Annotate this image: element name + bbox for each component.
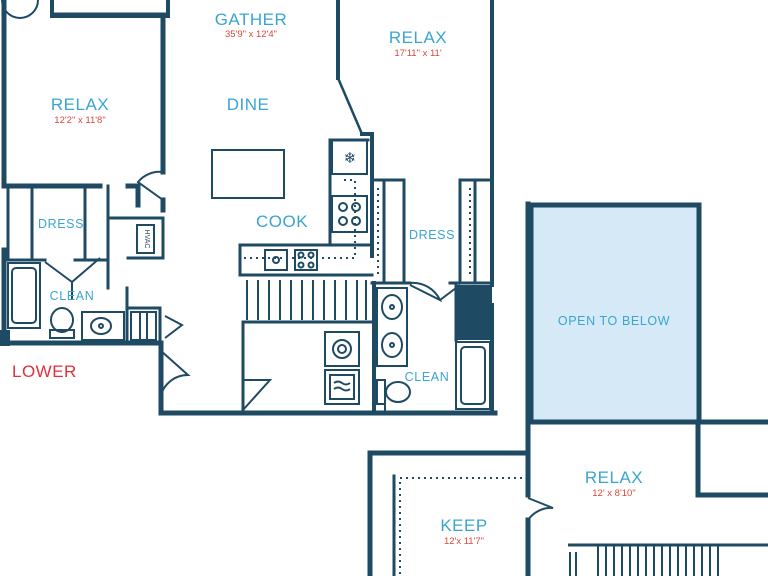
room-dim-relax-right: 17'11" x 11' bbox=[394, 48, 442, 59]
bathtub-right-icon bbox=[455, 341, 491, 410]
room-dim-relax-upper: 12' x 8'10" bbox=[592, 488, 635, 499]
closet-shelf bbox=[130, 311, 157, 341]
toilet-left-icon bbox=[49, 307, 75, 339]
walls-lower bbox=[1, 0, 498, 416]
room-label-open-to-below: OPEN TO BELOW bbox=[558, 314, 670, 328]
svg-text:HVAC: HVAC bbox=[143, 230, 150, 249]
mechanical-shaft bbox=[457, 285, 492, 340]
room-label-relax-upper: RELAX bbox=[585, 468, 643, 487]
door-swings-upper bbox=[527, 497, 554, 521]
room-label-dine: DINE bbox=[227, 95, 270, 114]
room-label-relax-right: RELAX bbox=[389, 28, 447, 47]
room-label-gather: GATHER bbox=[215, 10, 288, 29]
room-label-clean-left: CLEAN bbox=[50, 289, 95, 303]
door-swings bbox=[44, 170, 461, 413]
hvac-unit: HVAC bbox=[136, 224, 155, 254]
room-label-keep: KEEP bbox=[440, 516, 487, 535]
bathtub-left-icon bbox=[7, 262, 41, 329]
range-icon bbox=[331, 195, 368, 233]
toilet-right-icon bbox=[376, 379, 411, 405]
room-label-clean-right: CLEAN bbox=[405, 370, 450, 384]
dryer-icon bbox=[324, 369, 360, 405]
room-dim-keep: 12'x 11'7" bbox=[444, 536, 484, 547]
room-dim-relax-left: 12'2" x 11'8" bbox=[54, 115, 105, 126]
walls-upper bbox=[367, 201, 768, 576]
staircase-upper bbox=[568, 543, 768, 576]
svg-text:❄: ❄ bbox=[344, 149, 357, 167]
washer-icon bbox=[324, 331, 360, 367]
sinks-right-icon bbox=[376, 287, 408, 367]
room-label-dress-left: DRESS bbox=[38, 217, 84, 231]
floor-label: LOWER bbox=[12, 362, 77, 381]
window-top-left bbox=[1, 0, 39, 19]
room-label-cook: COOK bbox=[256, 212, 308, 231]
room-dim-gather: 35'9" x 12'4" bbox=[225, 29, 277, 40]
sink-left-icon bbox=[81, 311, 125, 341]
kitchen-sink-icon bbox=[264, 249, 318, 271]
kitchen-island bbox=[211, 149, 285, 199]
room-label-relax-left: RELAX bbox=[51, 95, 109, 114]
refrigerator-icon: ❄ bbox=[331, 139, 368, 175]
room-label-dress-right: DRESS bbox=[409, 228, 455, 242]
staircase-lower bbox=[246, 280, 367, 320]
